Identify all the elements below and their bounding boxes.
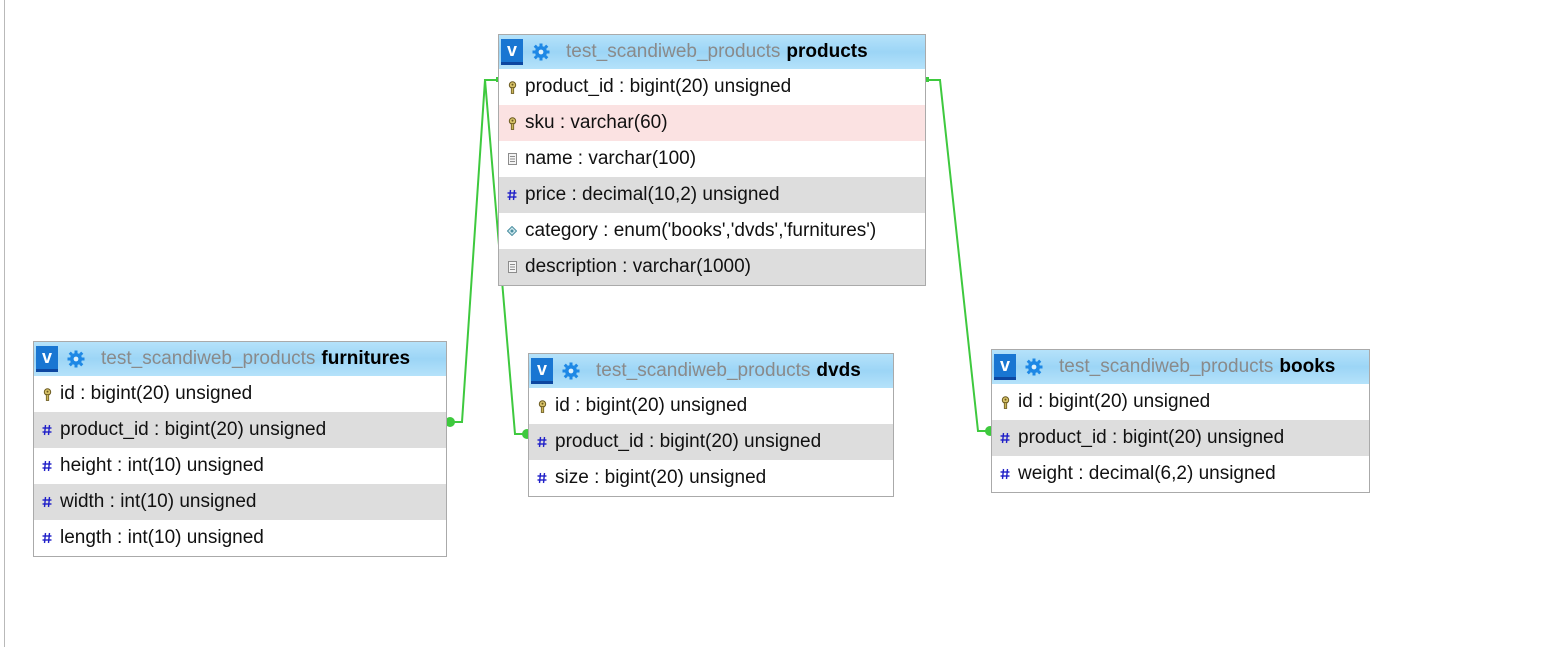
column-row[interactable]: width : int(10) unsigned [34,484,446,520]
key-icon [537,399,547,413]
table-furnitures[interactable]: v test_scandiweb_products furnitures id … [33,341,447,557]
column-row[interactable]: size : bigint(20) unsigned [529,460,893,496]
database-name: test_scandiweb_products [101,348,316,369]
table-header[interactable]: v test_scandiweb_products books [992,350,1369,384]
gear-icon[interactable] [1025,358,1043,376]
toggle-button[interactable]: v [531,358,553,384]
database-name: test_scandiweb_products [566,41,781,62]
column-list: id : bigint(20) unsigned product_id : big… [34,376,446,556]
column-label: product_id : bigint(20) unsigned [1018,427,1285,448]
number-icon [42,495,52,509]
column-row[interactable]: height : int(10) unsigned [34,448,446,484]
column-row[interactable]: product_id : bigint(20) unsigned [992,420,1369,456]
column-list: id : bigint(20) unsigned product_id : big… [529,388,893,496]
key-icon [42,387,52,401]
relation-products-furnitures [450,79,499,423]
gear-icon[interactable] [562,362,580,380]
table-header[interactable]: v test_scandiweb_products products [499,35,925,69]
column-row[interactable]: description : varchar(1000) [499,249,925,285]
text-icon [507,260,517,274]
column-row[interactable]: product_id : bigint(20) unsigned [499,69,925,105]
column-row[interactable]: sku : varchar(60) [499,105,925,141]
database-name: test_scandiweb_products [596,360,811,381]
column-list: product_id : bigint(20) unsigned sku : va… [499,69,925,285]
number-icon [1000,467,1010,481]
gear-icon[interactable] [532,43,550,61]
column-label: width : int(10) unsigned [60,491,257,512]
table-products[interactable]: v test_scandiweb_products products produ… [498,34,926,286]
toggle-button[interactable]: v [501,39,523,65]
column-row[interactable]: id : bigint(20) unsigned [992,384,1369,420]
column-label: description : varchar(1000) [525,256,751,277]
column-label: id : bigint(20) unsigned [1018,391,1211,412]
column-row[interactable]: weight : decimal(6,2) unsigned [992,456,1369,492]
column-label: weight : decimal(6,2) unsigned [1018,463,1276,484]
number-icon [507,188,517,202]
key-icon [1000,395,1010,409]
column-list: id : bigint(20) unsigned product_id : big… [992,384,1369,492]
text-icon [507,152,517,166]
column-label: product_id : bigint(20) unsigned [555,431,822,452]
table-header[interactable]: v test_scandiweb_products furnitures [34,342,446,376]
column-row[interactable]: length : int(10) unsigned [34,520,446,556]
number-icon [42,423,52,437]
table-name: furnitures [321,348,411,369]
column-row[interactable]: name : varchar(100) [499,141,925,177]
number-icon [42,459,52,473]
key-icon [507,80,517,94]
column-label: category : enum('books','dvds','furnitur… [525,220,877,241]
enum-icon [507,224,517,238]
column-label: price : decimal(10,2) unsigned [525,184,780,205]
column-row[interactable]: category : enum('books','dvds','furnitur… [499,213,925,249]
column-row[interactable]: id : bigint(20) unsigned [34,376,446,412]
column-label: height : int(10) unsigned [60,455,264,476]
database-name: test_scandiweb_products [1059,356,1274,377]
number-icon [537,471,547,485]
column-label: id : bigint(20) unsigned [555,395,748,416]
column-label: length : int(10) unsigned [60,527,264,548]
column-label: size : bigint(20) unsigned [555,467,767,488]
table-books[interactable]: v test_scandiweb_products books id : big… [991,349,1370,493]
column-label: id : bigint(20) unsigned [60,383,253,404]
column-label: sku : varchar(60) [525,112,668,133]
table-header[interactable]: v test_scandiweb_products dvds [529,354,893,388]
table-dvds[interactable]: v test_scandiweb_products dvds id : bigi… [528,353,894,497]
toggle-button[interactable]: v [36,346,58,372]
gear-icon[interactable] [67,350,85,368]
column-row[interactable]: price : decimal(10,2) unsigned [499,177,925,213]
column-row[interactable]: id : bigint(20) unsigned [529,388,893,424]
number-icon [42,531,52,545]
table-name: dvds [816,360,861,381]
key-icon [507,116,517,130]
number-icon [537,435,547,449]
toggle-button[interactable]: v [994,354,1016,380]
column-label: name : varchar(100) [525,148,697,169]
canvas-left-border [4,0,5,647]
table-name: products [786,41,868,62]
table-name: books [1279,356,1336,377]
number-icon [1000,431,1010,445]
column-row[interactable]: product_id : bigint(20) unsigned [34,412,446,448]
relation-products-books [925,79,992,432]
column-label: product_id : bigint(20) unsigned [60,419,327,440]
column-label: product_id : bigint(20) unsigned [525,76,792,97]
column-row[interactable]: product_id : bigint(20) unsigned [529,424,893,460]
